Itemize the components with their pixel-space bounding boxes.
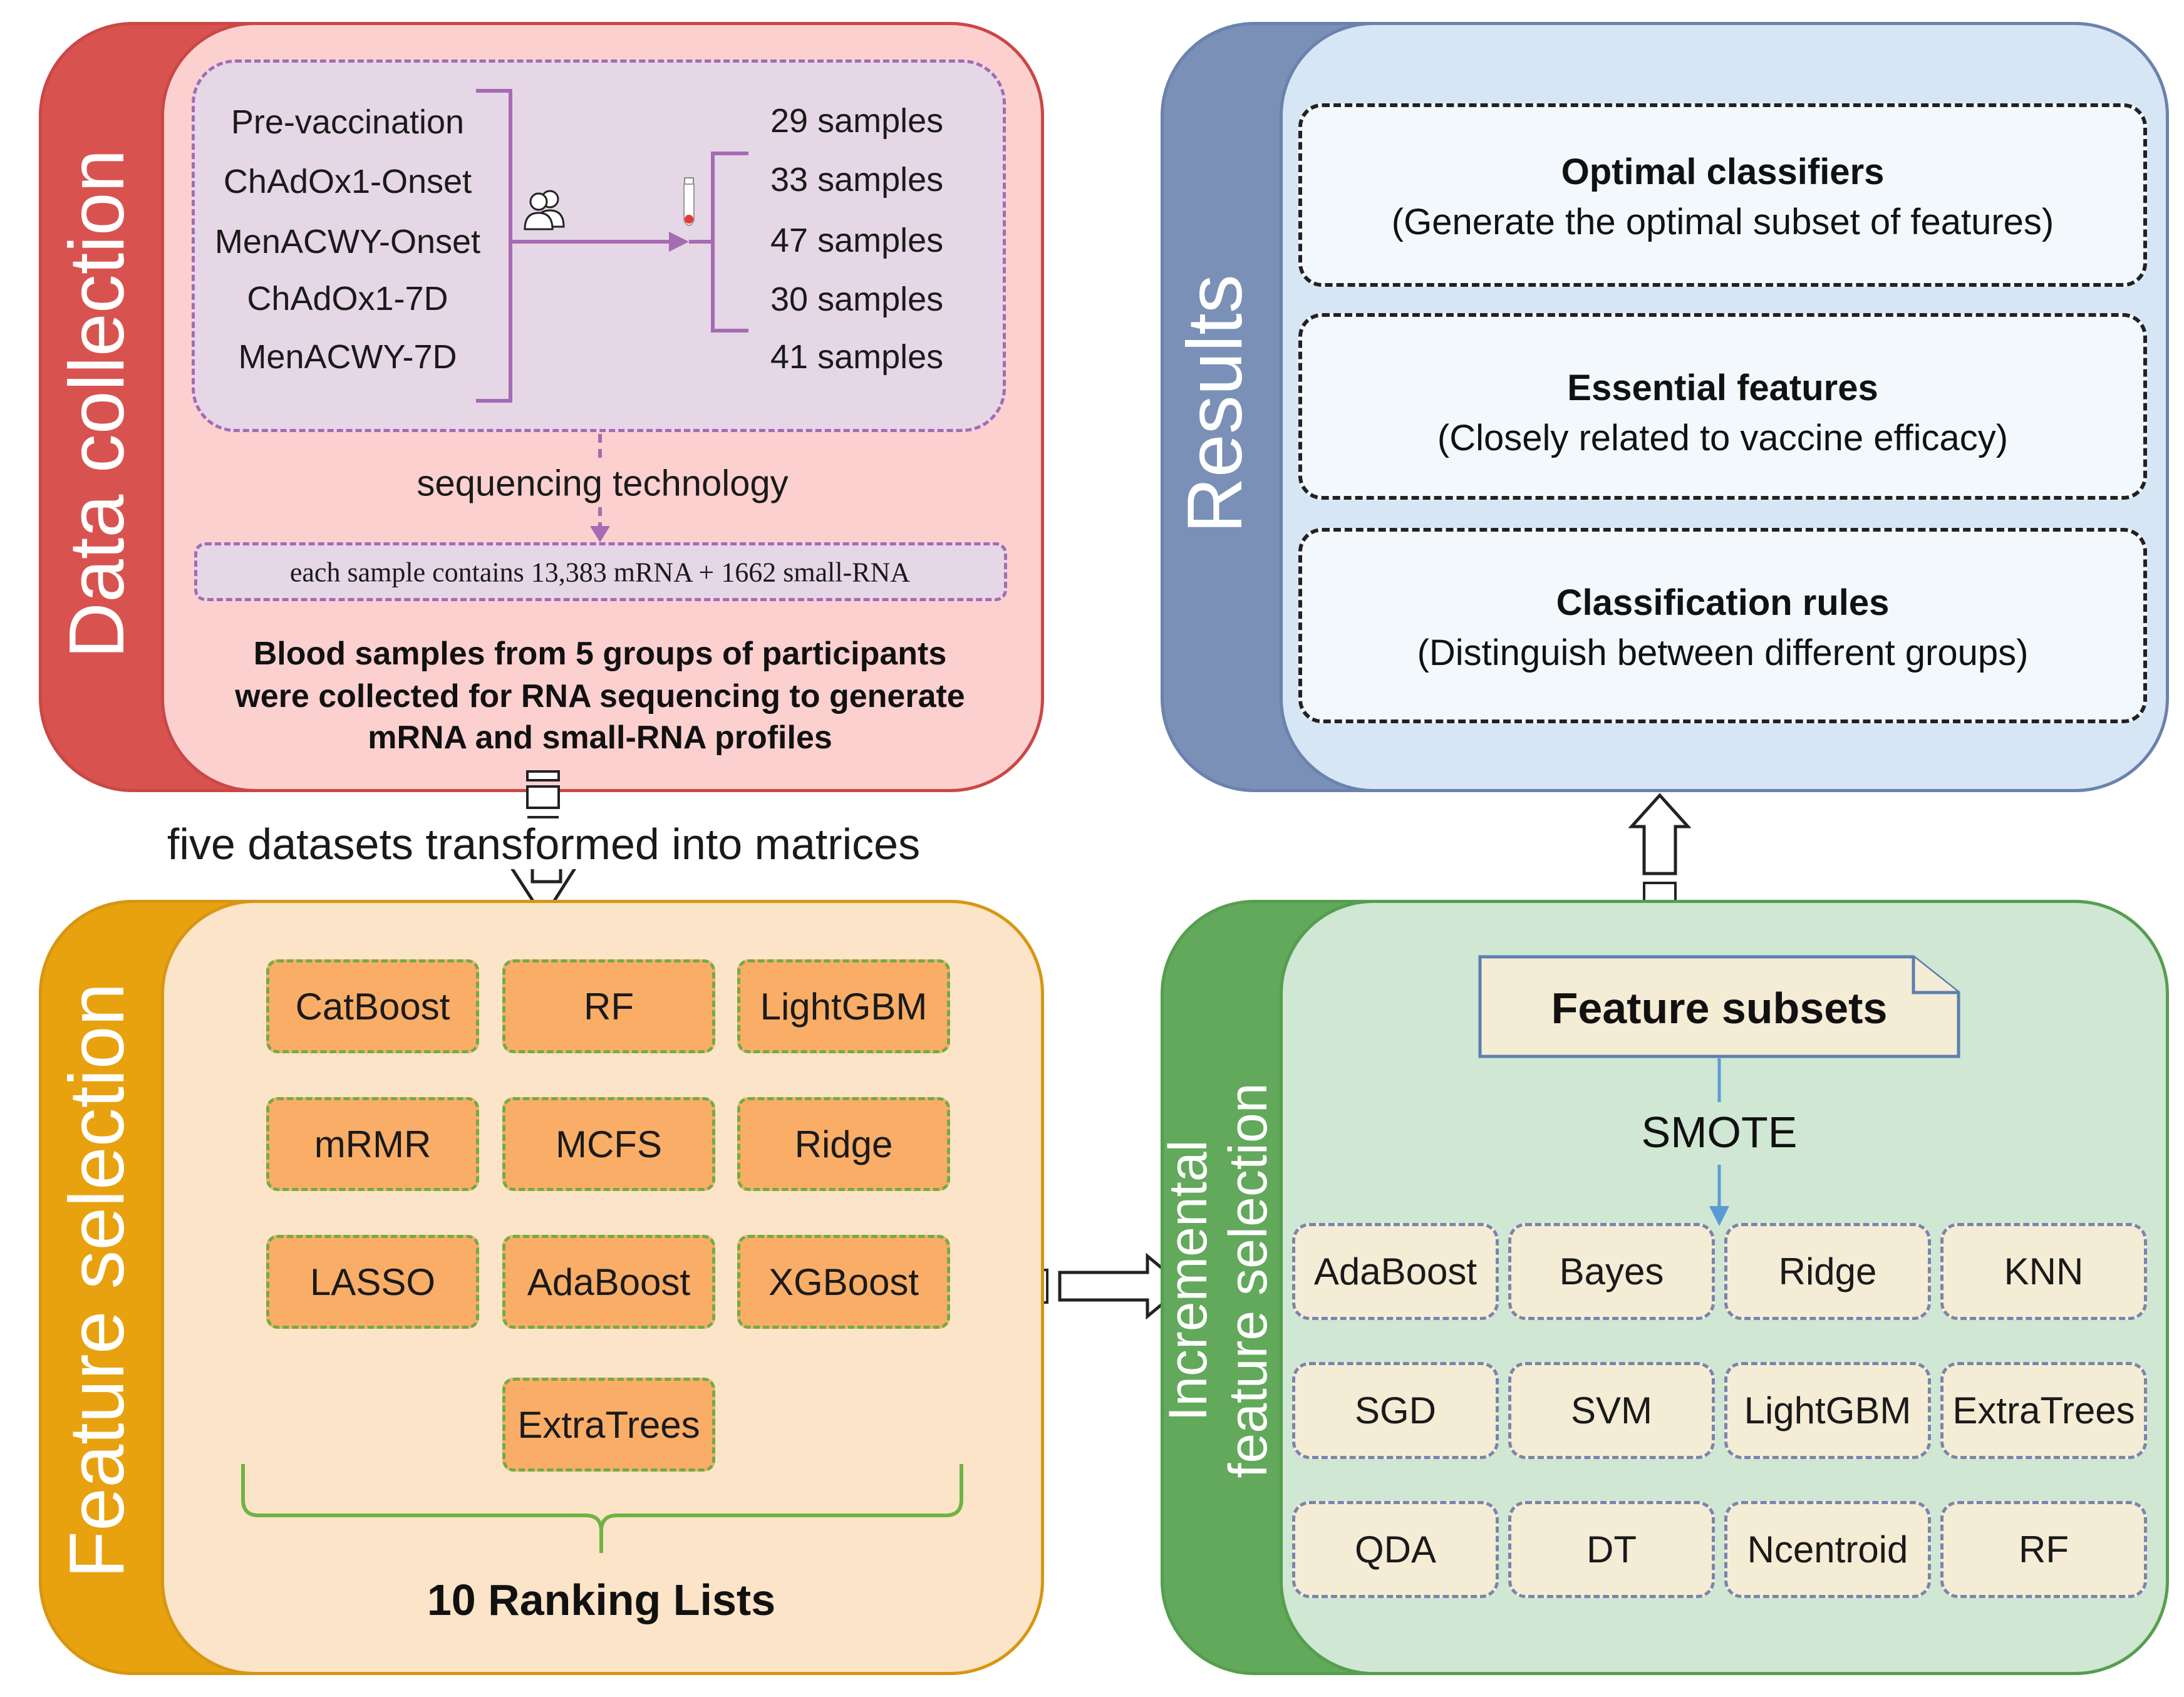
fs-method: LightGBM	[737, 959, 950, 1053]
sample-count: 33 samples	[770, 161, 944, 199]
classifier: AdaBoost	[1292, 1223, 1499, 1320]
fs-method: RF	[502, 959, 715, 1053]
fs-method: AdaBoost	[502, 1235, 715, 1329]
sample-count: 41 samples	[770, 338, 944, 376]
description-line: were collected for RNA sequencing to gen…	[235, 678, 965, 714]
sample-count: 30 samples	[770, 281, 944, 318]
classifier: Ncentroid	[1724, 1501, 1931, 1598]
fs-method: MCFS	[502, 1097, 715, 1191]
fs-method: ExtraTrees	[502, 1378, 715, 1472]
groups-box	[192, 59, 1006, 432]
smote-label: SMOTE	[1641, 1108, 1798, 1157]
feature-subsets-doc-icon	[1478, 955, 1960, 1058]
result-card: Essential features (Closely related to v…	[1298, 313, 2147, 500]
result-title: Optimal classifiers	[1561, 152, 1885, 192]
sample-count: 29 samples	[770, 102, 944, 140]
classifier: Ridge	[1724, 1223, 1931, 1320]
result-card: Optimal classifiers (Generate the optima…	[1298, 103, 2147, 287]
fs-method: CatBoost	[266, 959, 479, 1053]
classifier: SGD	[1292, 1362, 1499, 1459]
ranking-label: 10 Ranking Lists	[427, 1576, 776, 1624]
result-title: Classification rules	[1556, 582, 1890, 623]
group-label: ChAdOx1-7D	[247, 280, 448, 317]
classifier: SVM	[1508, 1362, 1715, 1459]
sample-count: 47 samples	[770, 222, 944, 259]
blood-tube-icon	[683, 177, 695, 226]
group-label: MenACWY-Onset	[214, 223, 481, 260]
result-subtitle: (Closely related to vaccine efficacy)	[1437, 418, 2009, 458]
classifier: LightGBM	[1724, 1362, 1931, 1459]
participants-icon	[524, 190, 565, 230]
sample-content-box	[194, 542, 1007, 601]
classifier: QDA	[1292, 1501, 1499, 1598]
feature-subsets-label: Feature subsets	[1551, 984, 1888, 1033]
fs-method: LASSO	[266, 1235, 479, 1329]
sample-content-text: each sample contains 13,383 mRNA + 1662 …	[289, 557, 911, 588]
fs-method: XGBoost	[737, 1235, 950, 1329]
result-subtitle: (Generate the optimal subset of features…	[1391, 202, 2054, 242]
classifier: KNN	[1940, 1223, 2147, 1320]
sequencing-label: sequencing technology	[417, 463, 789, 504]
result-subtitle: (Distinguish between different groups)	[1417, 632, 2029, 673]
transform-label: five datasets transformed into matrices	[160, 819, 927, 869]
classifier: RF	[1940, 1501, 2147, 1598]
fs-method: Ridge	[737, 1097, 950, 1191]
result-title: Essential features	[1567, 368, 1878, 408]
description-line: Blood samples from 5 groups of participa…	[253, 636, 947, 672]
group-label: MenACWY-7D	[238, 338, 457, 376]
fs-method: mRMR	[266, 1097, 479, 1191]
classifier: ExtraTrees	[1940, 1362, 2147, 1459]
classifier: DT	[1508, 1501, 1715, 1598]
group-label: Pre-vaccination	[230, 103, 465, 141]
group-label: ChAdOx1-Onset	[223, 163, 472, 200]
classifier: Bayes	[1508, 1223, 1715, 1320]
description-line: mRNA and small-RNA profiles	[368, 720, 832, 756]
result-card: Classification rules (Distinguish betwee…	[1298, 528, 2147, 723]
